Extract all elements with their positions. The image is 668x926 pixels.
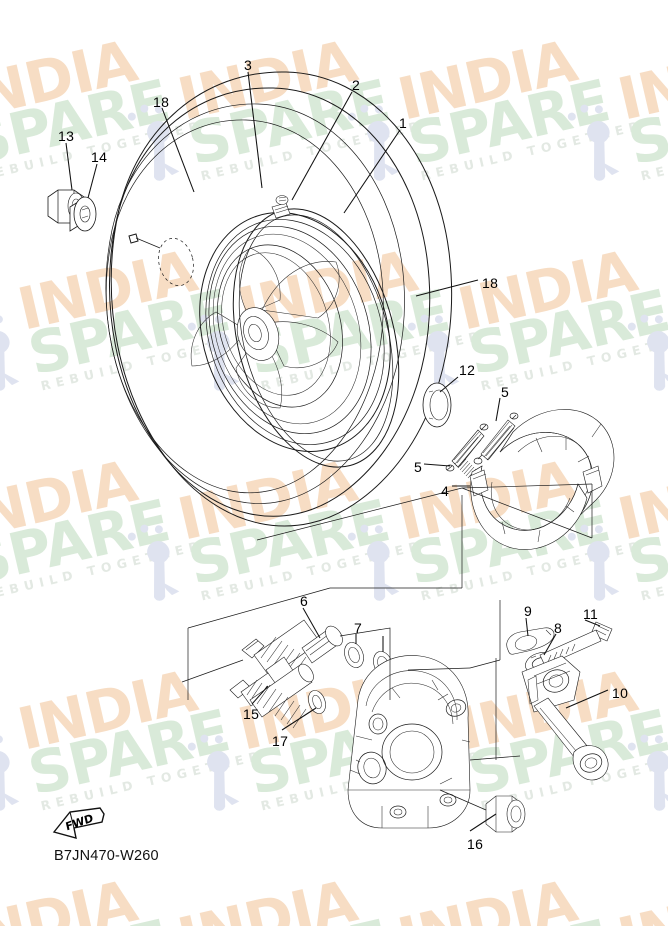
callout-3: 3 xyxy=(244,57,253,73)
part-14-washer xyxy=(69,196,97,232)
part-12-oil-seal xyxy=(422,382,452,428)
callout-1: 1 xyxy=(399,115,408,131)
part-15-camshaft-lever-shaft xyxy=(229,663,314,729)
callout-14: 14 xyxy=(91,149,108,165)
callout-17: 17 xyxy=(272,733,289,749)
part-4-brake-shoe-lower xyxy=(469,465,588,550)
callout-8: 8 xyxy=(554,620,563,636)
part-17-o-ring xyxy=(308,690,326,714)
callout-6: 6 xyxy=(300,593,309,609)
part-9-wear-indicator-plate xyxy=(506,627,555,655)
callout-leader-lines xyxy=(65,71,609,832)
diagram-code-label: B7JN470-W260 xyxy=(54,848,159,864)
callout-16: 16 xyxy=(467,836,484,852)
brake-panel-housing xyxy=(347,655,471,829)
part-11-bolt xyxy=(539,621,613,667)
wheel-rim xyxy=(190,212,391,452)
tire-assembly xyxy=(105,71,453,527)
callout-9: 9 xyxy=(524,603,533,619)
part-5-spring-right xyxy=(473,412,519,465)
callout-13: 13 xyxy=(58,128,75,144)
part-16-axle-nut xyxy=(485,795,526,833)
valve-stem xyxy=(271,195,291,219)
part-10-brake-cam-lever xyxy=(521,655,609,781)
callout-11: 11 xyxy=(583,606,599,622)
part-4-brake-shoe-upper xyxy=(499,409,615,519)
valve-hole-hidden xyxy=(128,233,194,286)
callout-10: 10 xyxy=(612,685,629,701)
part-5-spring-left xyxy=(445,423,489,479)
callout-18-right: 18 xyxy=(482,275,499,291)
fwd-direction-marker: FWD xyxy=(52,806,108,842)
callout-5-lower: 5 xyxy=(414,459,423,475)
callout-12: 12 xyxy=(459,362,476,378)
part-6-brake-camshaft xyxy=(241,619,343,686)
callout-5-upper: 5 xyxy=(501,384,510,400)
callout-2: 2 xyxy=(352,77,361,93)
callout-7: 7 xyxy=(354,620,363,636)
callout-18-left: 18 xyxy=(153,94,170,110)
callout-4: 4 xyxy=(441,483,450,499)
part-7-o-ring-a xyxy=(344,642,364,668)
callout-15: 15 xyxy=(243,706,260,722)
